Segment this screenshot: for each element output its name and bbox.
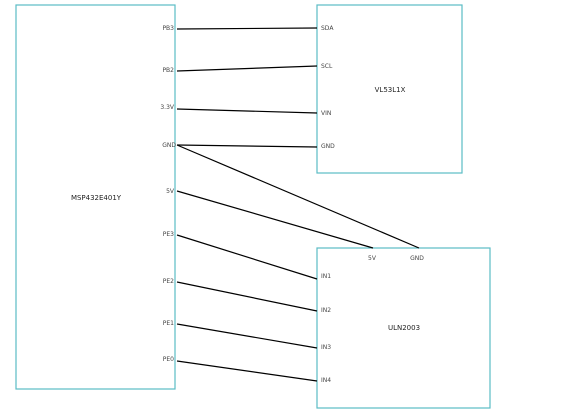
wire-gnd-sensor-gnd	[176, 144, 318, 148]
wire-pe0-in4	[176, 360, 318, 382]
wire-pb2-scl	[176, 65, 318, 72]
mcu-title: MSP432E401Y	[71, 194, 122, 202]
mcu-pin-pb3: PB3	[162, 25, 174, 32]
sensor-pin-sda: SDA	[321, 25, 334, 32]
driver-box	[316, 247, 491, 409]
sensor-pin-scl: SCL	[321, 63, 333, 70]
wire-3v3-vin	[176, 108, 318, 114]
sensor-title: VL53L1X	[375, 86, 406, 94]
sensor-pin-vin: VIN	[321, 110, 331, 117]
wire-5v-driver-5v	[176, 190, 374, 249]
wire-gnd-driver-gnd	[176, 144, 420, 249]
wire-pe1-in3	[176, 323, 318, 349]
mcu-pin-pe3: PE3	[163, 231, 174, 238]
mcu-pin-5v: 5V	[166, 188, 175, 195]
driver-pin-in3: IN3	[321, 344, 331, 351]
mcu-box	[15, 4, 176, 390]
mcu-pin-pb2: PB2	[162, 67, 174, 74]
mcu-pin-pe0: PE0	[163, 356, 174, 363]
sensor-box	[316, 4, 463, 174]
wire-pe2-in2	[176, 281, 318, 312]
driver-pin-in1: IN1	[321, 273, 331, 280]
driver-pin-5v: 5V	[368, 255, 377, 262]
driver-pin-in2: IN2	[321, 307, 331, 314]
sensor-pin-gnd: GND	[321, 143, 335, 150]
mcu-pin-gnd: GND	[162, 142, 176, 149]
mcu-pin-3v3: 3.3V	[160, 104, 175, 111]
wire-pb3-sda	[176, 27, 318, 30]
driver-pin-gnd: GND	[410, 255, 424, 262]
wire-pe3-in1	[176, 234, 318, 280]
mcu-pin-pe2: PE2	[163, 278, 174, 285]
mcu-pin-pe1: PE1	[163, 320, 174, 327]
driver-title: ULN2003	[388, 324, 420, 332]
driver-pin-in4: IN4	[321, 377, 331, 384]
